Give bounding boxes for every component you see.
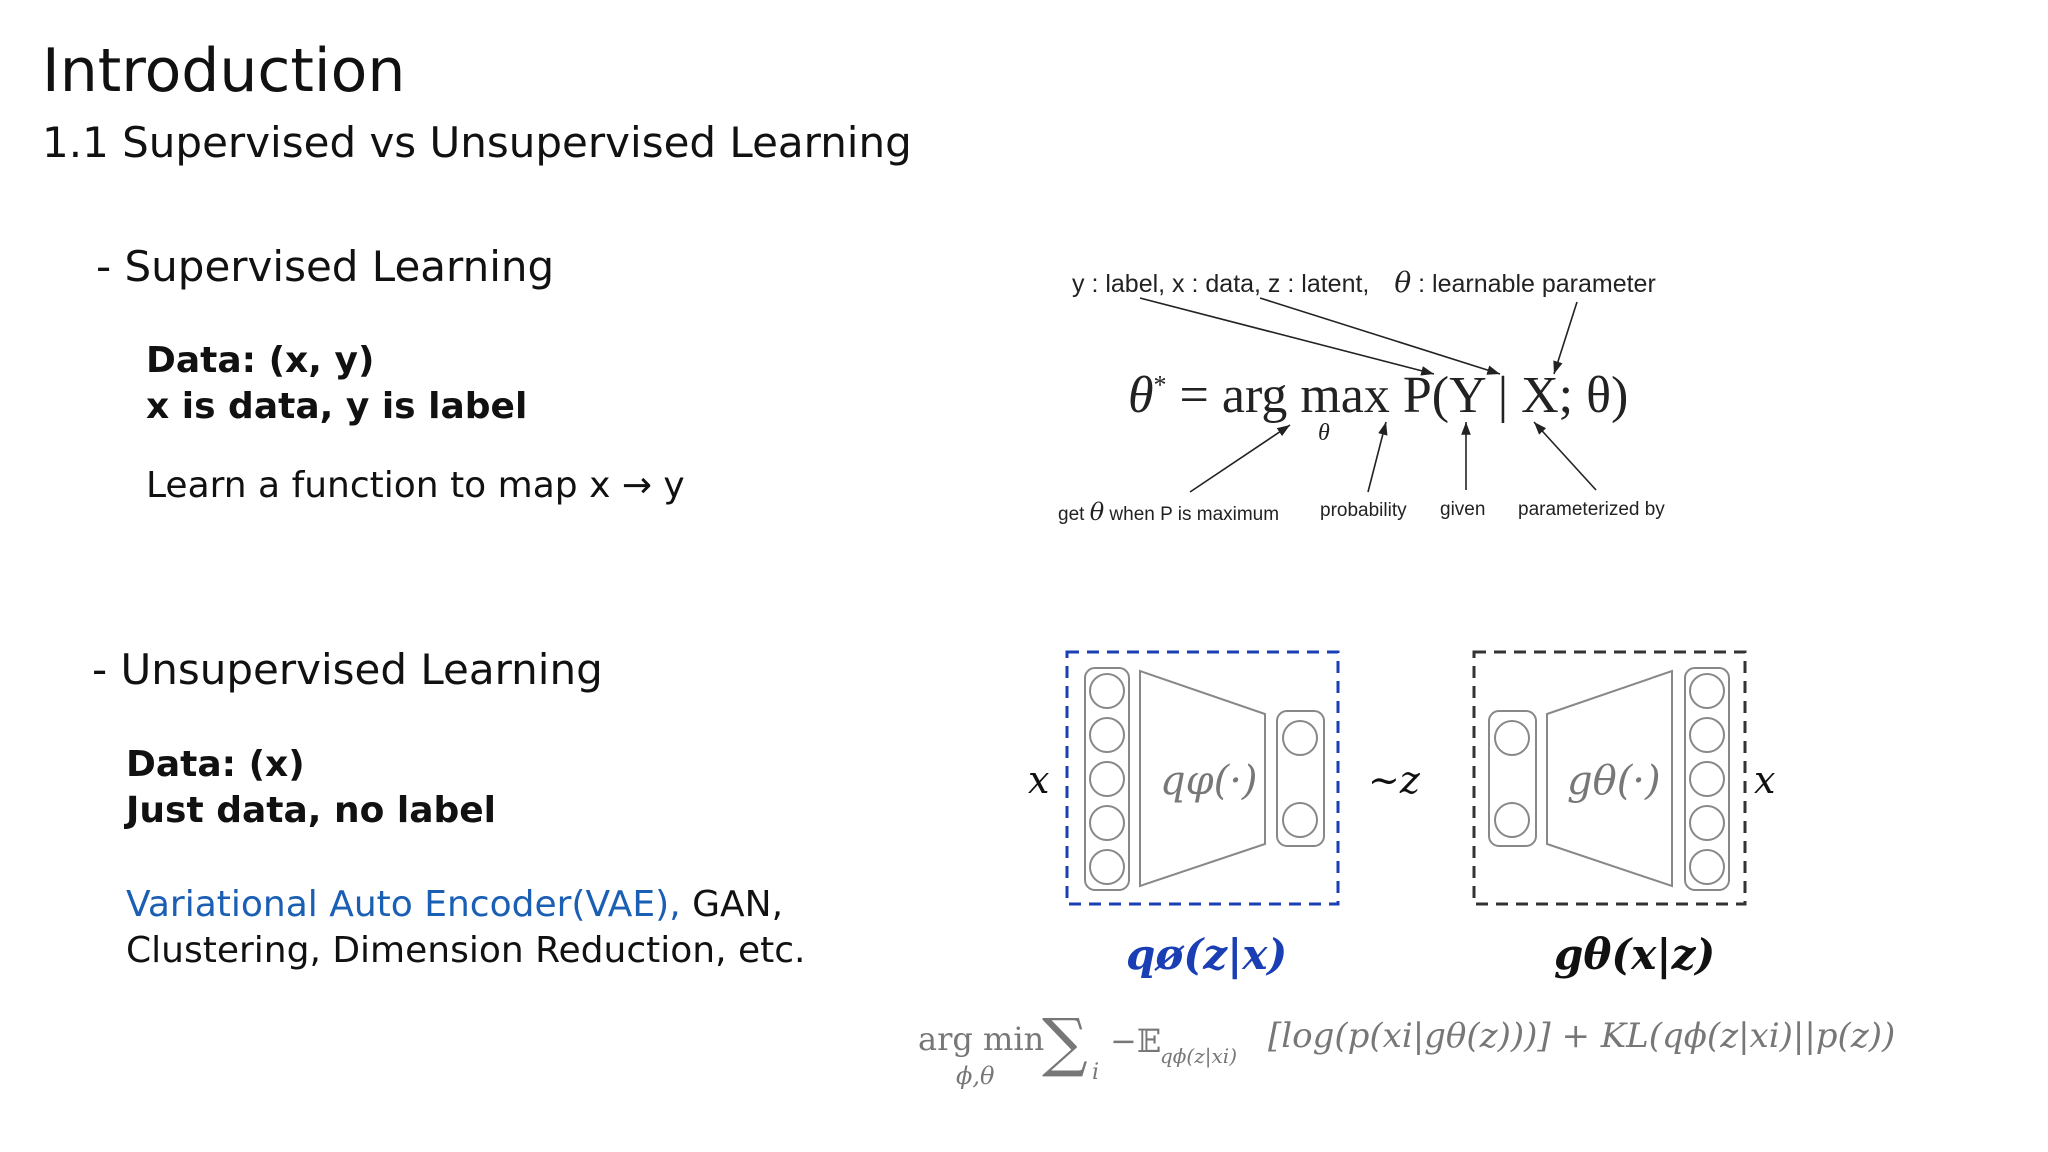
mle-bottom-given: given — [1440, 499, 1486, 520]
decoder-latent-node — [1494, 720, 1530, 756]
loss-sum-sub: i — [1092, 1060, 1100, 1085]
encoder-latent-node — [1282, 720, 1318, 756]
arrow-y-label — [1139, 297, 1435, 376]
arrow-parameterized — [1533, 421, 1597, 491]
mle-argmax-sub: θ — [1318, 420, 1330, 446]
mle-theta-symbol: θ — [1394, 266, 1412, 299]
encoder-input-node — [1089, 673, 1125, 709]
mle-equation: θ* = arg max P(Y | X; θ) — [1128, 366, 1628, 425]
decoder-latent-node — [1494, 802, 1530, 838]
gan-text: GAN, — [680, 884, 784, 925]
loss-expectation-sub: qϕ(z|xi) — [1160, 1044, 1237, 1068]
encoder-input-node — [1089, 761, 1125, 797]
arrow-theta — [1553, 301, 1578, 375]
unsupervised-bullet: - Unsupervised Learning — [92, 645, 603, 694]
unsupervised-data-line: Data: (x) — [126, 744, 305, 785]
encoder-box — [1065, 650, 1340, 906]
unsupervised-examples-line1: Variational Auto Encoder(VAE), GAN, — [126, 884, 783, 925]
decoder-trapezoid — [1546, 669, 1673, 888]
slide-subtitle: 1.1 Supervised vs Unsupervised Learning — [42, 118, 912, 167]
vae-z-latent: ~z — [1368, 758, 1420, 802]
vae-x-output: x — [1754, 758, 1776, 802]
decoder-caption: gθ(x|z) — [1554, 930, 1716, 979]
encoder-label: qφ(·) — [1160, 758, 1258, 804]
encoder-trapezoid — [1139, 669, 1266, 888]
decoder-output-node — [1689, 717, 1725, 753]
encoder-input-node — [1089, 849, 1125, 885]
slide-title: Introduction — [42, 36, 406, 106]
encoder-input-node — [1089, 717, 1125, 753]
vae-link-text: Variational Auto Encoder(VAE), — [126, 884, 681, 925]
arrow-probability — [1367, 421, 1388, 493]
loss-argmin: arg min — [918, 1020, 1045, 1058]
unsupervised-examples-line2: Clustering, Dimension Reduction, etc. — [126, 930, 806, 971]
decoder-output-node — [1689, 805, 1725, 841]
decoder-output-node — [1689, 673, 1725, 709]
loss-expectation: −𝔼 — [1110, 1022, 1162, 1060]
mle-top-labels: y : label, x : data, z : latent, θ : lea… — [1072, 266, 1656, 299]
mle-eq-theta: θ — [1128, 367, 1154, 424]
loss-sum: ∑ — [1042, 1006, 1088, 1080]
arrow-x-data — [1259, 297, 1501, 375]
mle-bottom-get-text: get — [1058, 504, 1085, 525]
decoder-output-node — [1689, 761, 1725, 797]
mle-bottom-theta: θ — [1089, 498, 1105, 526]
decoder-latent-layer — [1488, 710, 1537, 847]
loss-argmin-sub: ϕ,θ — [956, 1062, 995, 1090]
mle-eq-star: * — [1153, 370, 1167, 400]
supervised-bullet: - Supervised Learning — [96, 242, 555, 291]
mle-eq-rhs: = arg max P(Y | X; θ) — [1166, 367, 1629, 424]
encoder-latent-layer — [1276, 710, 1325, 847]
decoder-output-node — [1689, 849, 1725, 885]
encoder-latent-node — [1282, 802, 1318, 838]
loss-body: [log(p(xi|gθ(z)))] + KL(qϕ(z|xi)||p(z)) — [1268, 1016, 1896, 1056]
vae-x-input: x — [1028, 758, 1050, 802]
supervised-data-line: Data: (x, y) — [146, 340, 375, 381]
mle-top-labels-text: y : label, x : data, z : latent, — [1072, 270, 1370, 298]
mle-bottom-param: parameterized by — [1518, 499, 1665, 520]
encoder-input-node — [1089, 805, 1125, 841]
supervised-learn-line: Learn a function to map x → y — [146, 465, 685, 506]
mle-bottom-when: when P is maximum — [1104, 504, 1280, 525]
supervised-desc-line: x is data, y is label — [146, 386, 528, 427]
arrow-get-theta — [1189, 424, 1291, 493]
encoder-caption: qø(z|x) — [1126, 930, 1288, 979]
decoder-output-layer — [1684, 667, 1730, 891]
decoder-box — [1472, 650, 1747, 906]
mle-bottom-probability: probability — [1320, 500, 1407, 521]
encoder-input-layer — [1084, 667, 1130, 891]
decoder-label: gθ(·) — [1567, 758, 1661, 804]
mle-top-labels-end: : learnable parameter — [1411, 270, 1656, 298]
mle-bottom-get: get θ when P is maximum — [1058, 498, 1279, 526]
unsupervised-desc-line: Just data, no label — [126, 790, 497, 831]
